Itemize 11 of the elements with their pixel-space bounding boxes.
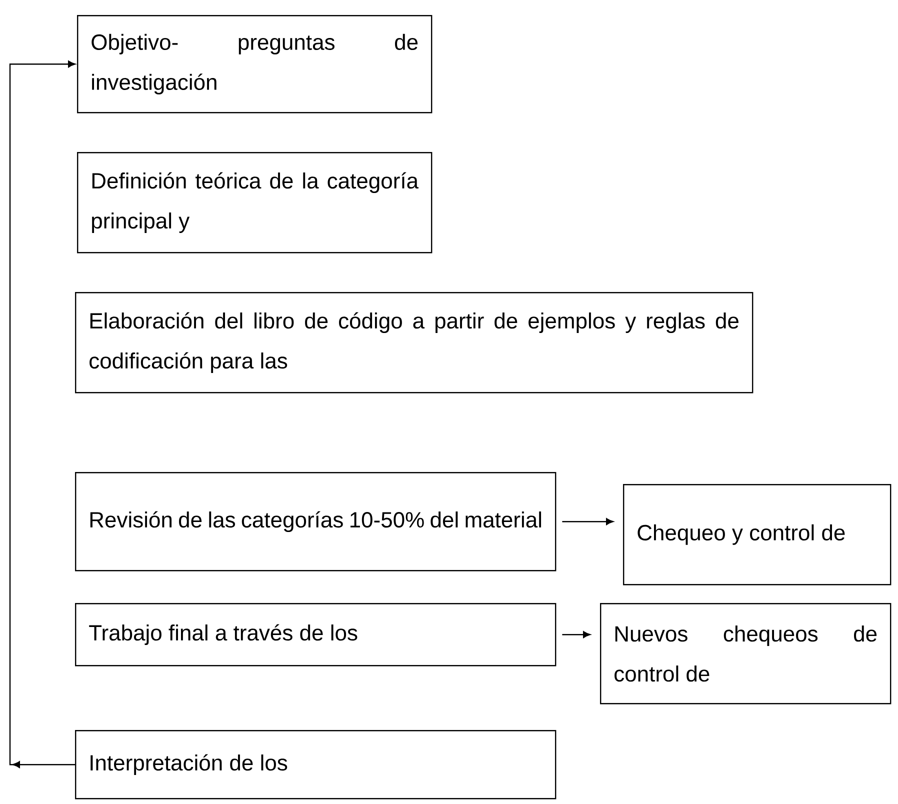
arrow [9, 60, 76, 768]
process-box: Trabajo final a través de los [75, 603, 556, 666]
process-box: Revisión de las categorías 10-50% del material [75, 472, 556, 572]
process-box: Definición teórica de la categoría principal y [77, 152, 432, 254]
arrow [562, 518, 614, 526]
arrow [562, 631, 590, 638]
process-box: Objetivo- preguntas de investigación [77, 15, 432, 114]
process-box: Elaboración del libro de código a partir de ejemplos y reglas de codificación para las [75, 292, 754, 394]
process-box: Nuevos chequeos de control de [600, 603, 892, 704]
process-box: Chequeo y control de [623, 484, 892, 586]
process-box: Interpretación de los [75, 730, 556, 800]
